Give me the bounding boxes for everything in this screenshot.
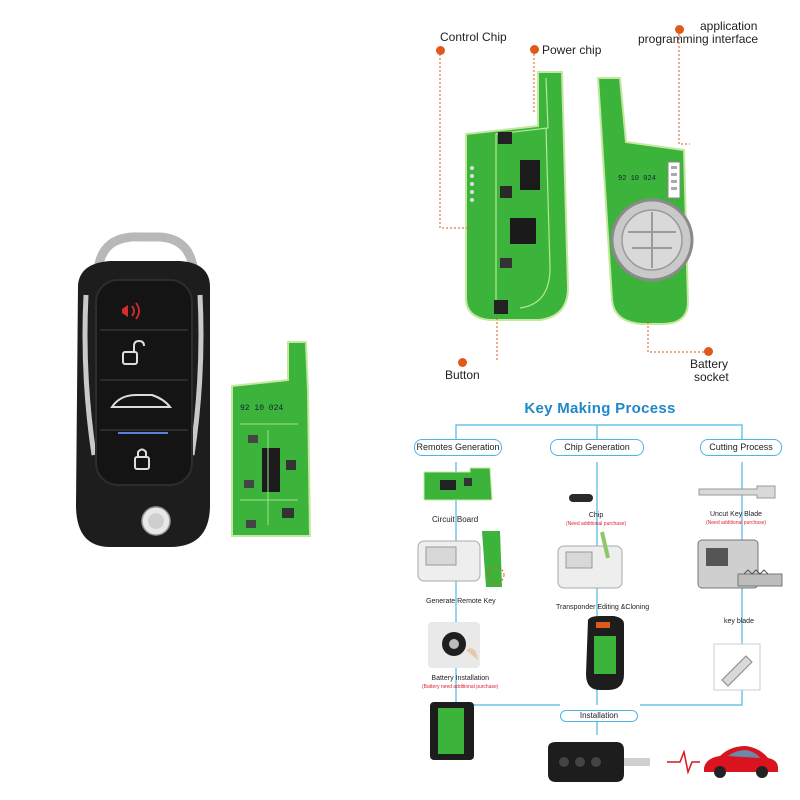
- battery-label-line2: socket: [694, 370, 729, 384]
- generate-remote-key-label: Generate Remote Key: [426, 598, 496, 605]
- chip-note: (Need additional purchase): [566, 521, 627, 527]
- lock-icon: [134, 448, 150, 470]
- battery-installation-label: Battery Installation (Battery need addit…: [422, 675, 498, 691]
- small-pcb-image: 92 10 024: [231, 341, 312, 537]
- circuit-board-label: Circuit Board: [432, 515, 479, 524]
- final-flip-key-image: [548, 742, 650, 782]
- uncut-blade-note: (Need additional purchase): [706, 520, 767, 526]
- chip-text: Chip: [588, 512, 604, 519]
- chip-image: [569, 494, 593, 502]
- panic-horn-icon: [122, 302, 140, 320]
- col-remotes-generation: Remotes Generation: [414, 439, 502, 456]
- process-title: Key Making Process: [524, 400, 676, 417]
- small-pcb-code: 92 10 024: [240, 404, 283, 413]
- pcb-back-image: 92 10 024: [596, 77, 694, 325]
- api-label-line1: application: [700, 19, 758, 33]
- installation-label: Installation: [560, 710, 638, 722]
- battery-installation-text: Battery Installation: [431, 675, 490, 682]
- uncut-blade-label: Uncut Key Blade (Need additional purchas…: [706, 511, 766, 527]
- col-chip-generation: Chip Generation: [550, 439, 644, 456]
- uncut-blade-image: [698, 485, 776, 499]
- uncut-blade-text: Uncut Key Blade: [709, 511, 763, 518]
- key-fob-image: [76, 232, 210, 547]
- battery-label-line1: Battery: [690, 357, 729, 371]
- key-blade-label: key blade: [724, 618, 754, 625]
- key-ring: [93, 232, 199, 276]
- key-cutting-machine-image: [697, 539, 783, 589]
- red-car-image: [704, 746, 778, 778]
- pcb-leader-lines: [439, 30, 708, 362]
- unlock-icon: [122, 339, 145, 365]
- key-blade-image: [713, 643, 761, 691]
- battery-installation-image: [428, 622, 480, 668]
- api-label-line2: programming interface: [638, 32, 759, 46]
- generate-remote-image: [417, 531, 505, 587]
- transponder-label: Transponder Editing &Cloning: [556, 604, 650, 611]
- pcb-back-code: 92 10 024: [618, 175, 656, 183]
- pcb-front-image: [465, 71, 570, 321]
- power-chip-label: Power chip: [542, 43, 602, 57]
- col-cutting-process: Cutting Process: [700, 439, 782, 456]
- button-label: Button: [445, 368, 480, 382]
- assembled-key-image: [586, 616, 624, 690]
- installed-pcb-image: [430, 702, 474, 760]
- battery-installation-note: (Battery need additional purchase): [422, 684, 499, 690]
- circuit-board-image: [423, 467, 493, 501]
- chip-label: Chip (Need additional purchase): [566, 512, 626, 528]
- transponder-cloning-image: [557, 531, 623, 589]
- trunk-icon: [110, 394, 173, 408]
- control-chip-label: Control Chip: [440, 30, 507, 44]
